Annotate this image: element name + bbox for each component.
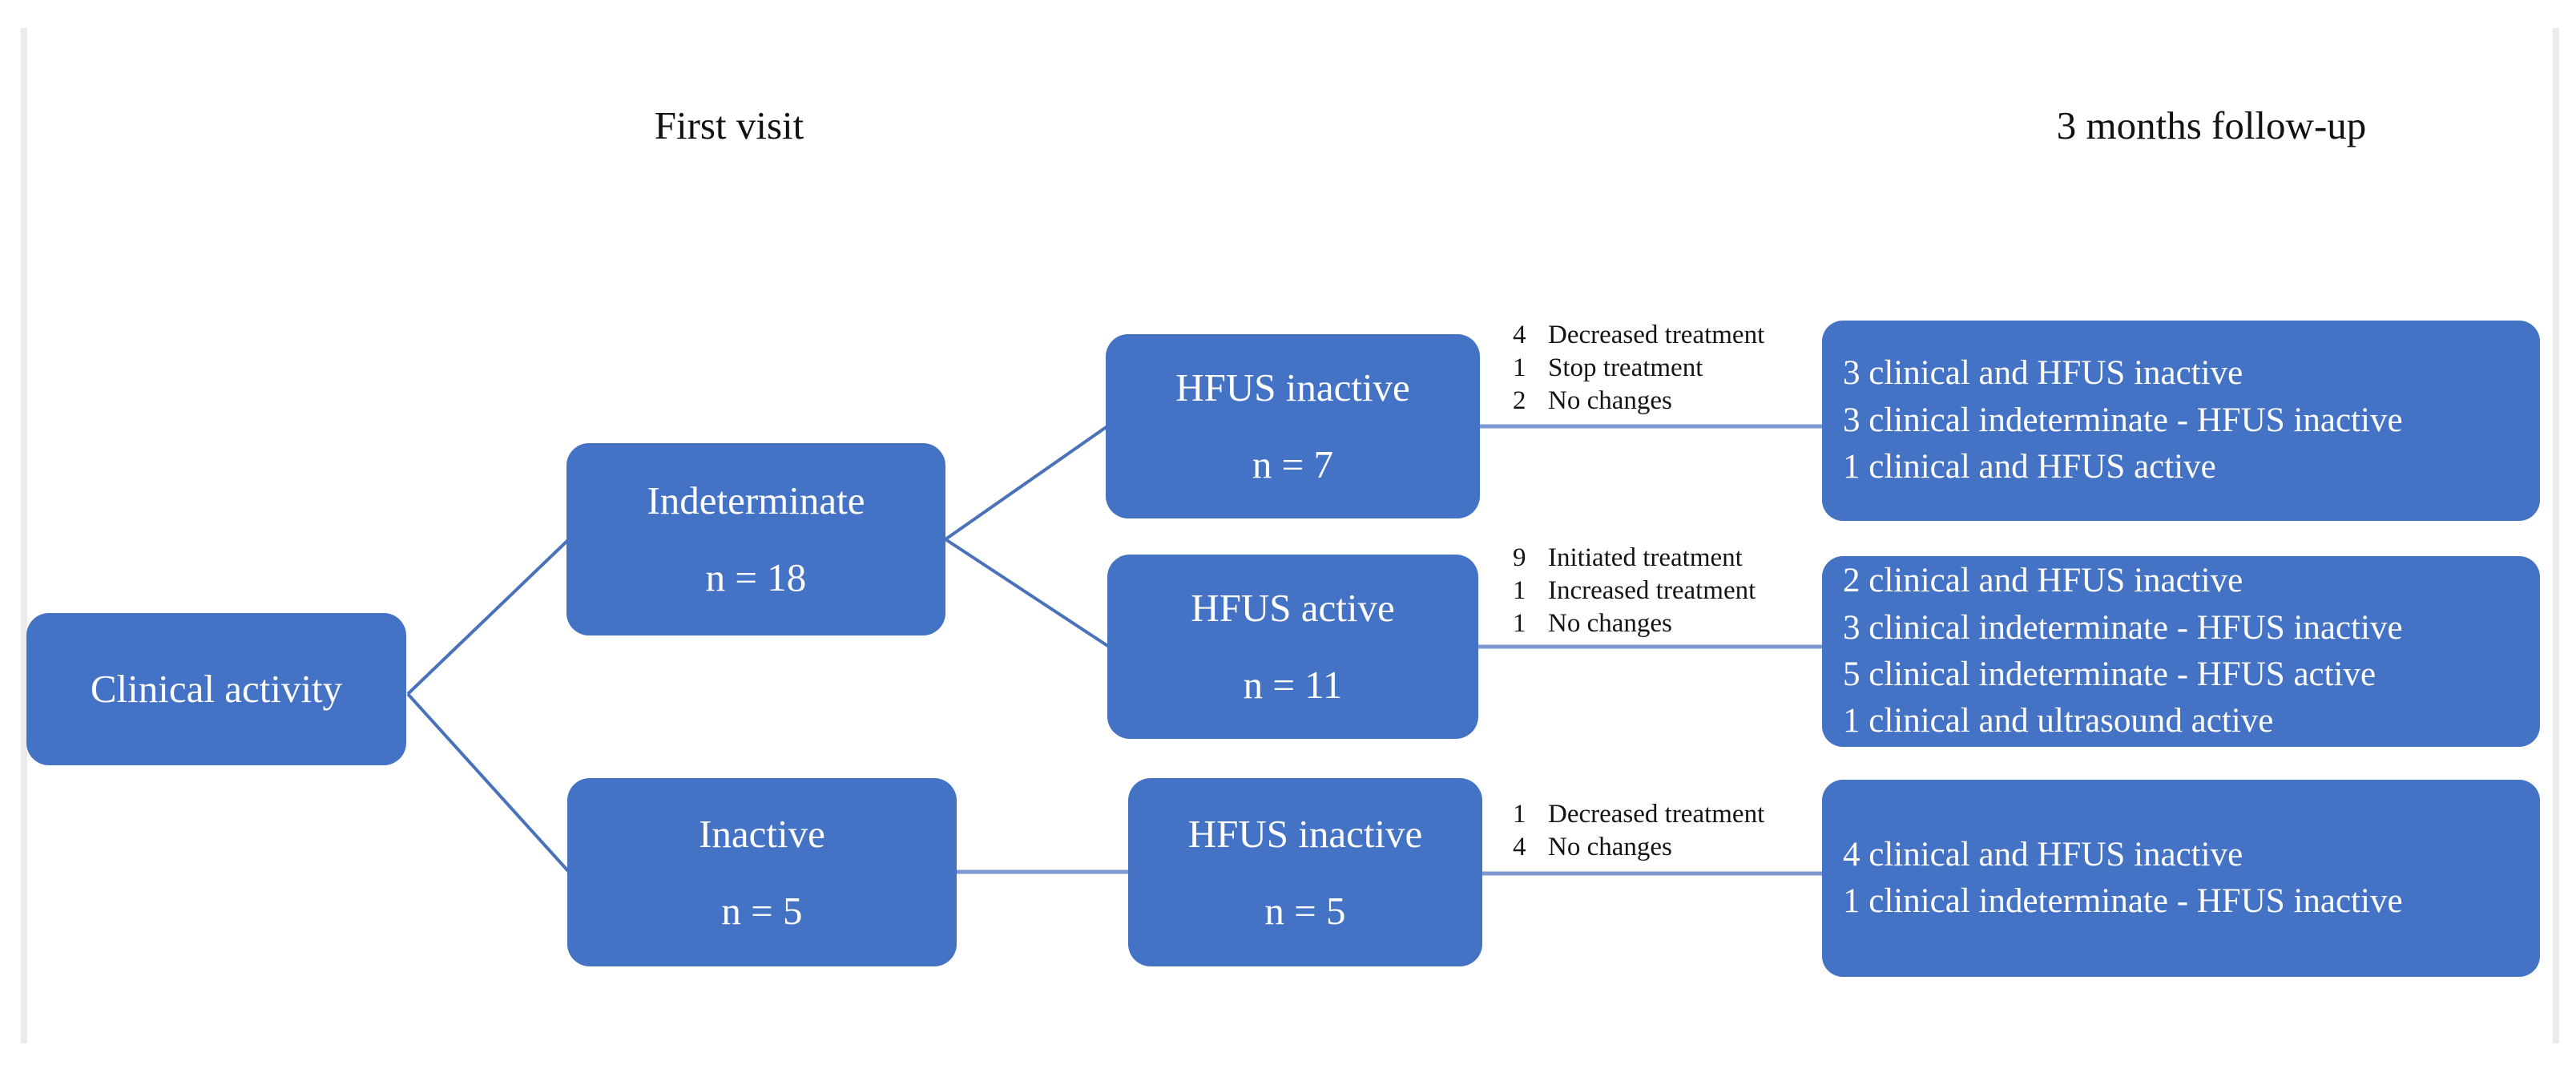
node-label: Inactive: [699, 811, 825, 856]
annotation-row: 1 No changes: [1513, 607, 1756, 640]
annotation-count: 4: [1513, 833, 1526, 861]
outcome-line: 3 clinical indeterminate - HFUS inactive: [1843, 608, 2403, 647]
annotation-label: Initiated treatment: [1548, 543, 1743, 572]
annotation-label: No changes: [1548, 833, 1672, 861]
node-inactive: Inactive n = 5: [567, 778, 957, 966]
annotation-count: 2: [1513, 386, 1526, 415]
connector-clinical-to-indeterminate-line: [406, 538, 570, 696]
outcome-line: 4 clinical and HFUS inactive: [1843, 835, 2243, 873]
outcome-line: 1 clinical indeterminate - HFUS inactive: [1843, 882, 2403, 920]
annotation-label: Increased treatment: [1548, 576, 1756, 605]
annotation-hfus-inactive-5: 1 Decreased treatment 4 No changes: [1513, 798, 1764, 864]
annotation-label: No changes: [1548, 386, 1672, 415]
annotation-hfus-inactive-7: 4 Decreased treatment 1 Stop treatment 2…: [1513, 319, 1764, 418]
node-count: n = 7: [1252, 442, 1334, 486]
outcome-line: 3 clinical and HFUS inactive: [1843, 354, 2243, 393]
annotation-row: 1 Stop treatment: [1513, 352, 1764, 385]
node-indeterminate: Indeterminate n = 18: [566, 443, 945, 635]
node-hfus-inactive-5: HFUS inactive n = 5: [1128, 778, 1482, 966]
annotation-label: No changes: [1548, 609, 1672, 638]
annotation-count: 1: [1513, 609, 1526, 638]
connector-clinical-to-inactive-line: [406, 692, 570, 873]
annotation-label: Stop treatment: [1548, 353, 1703, 382]
outcome-line: 1 clinical and ultrasound active: [1843, 702, 2274, 740]
node-label: Indeterminate: [647, 478, 865, 523]
annotation-label: Decreased treatment: [1548, 800, 1765, 829]
annotation-count: 4: [1513, 321, 1526, 349]
outcome-box-hfus-inactive-5: 4 clinical and HFUS inactive 1 clinical …: [1822, 780, 2540, 977]
connector-indeterminate-to-hfus-inactive-line: [944, 425, 1109, 541]
annotation-count: 1: [1513, 576, 1526, 605]
node-label: HFUS active: [1191, 586, 1395, 631]
frame-right-border: [2553, 28, 2559, 1043]
annotation-row: 1 Increased treatment: [1513, 575, 1756, 607]
annotation-count: 9: [1513, 543, 1526, 572]
node-count: n = 11: [1243, 663, 1343, 707]
node-label: HFUS inactive: [1175, 365, 1410, 410]
annotation-row: 4 No changes: [1513, 831, 1764, 864]
outcome-line: 2 clinical and HFUS inactive: [1843, 562, 2243, 600]
annotation-row: 4 Decreased treatment: [1513, 319, 1764, 352]
annotation-count: 1: [1513, 353, 1526, 382]
annotation-row: 2 No changes: [1513, 385, 1764, 418]
node-count: n = 18: [705, 555, 807, 599]
outcome-line: 3 clinical indeterminate - HFUS inactive: [1843, 401, 2403, 439]
frame-left-border: [21, 28, 27, 1043]
node-count: n = 5: [1264, 888, 1346, 933]
annotation-hfus-active-11: 9 Initiated treatment 1 Increased treatm…: [1513, 542, 1756, 640]
annotation-count: 1: [1513, 800, 1526, 829]
column-header-follow-up: 3 months follow-up: [2056, 103, 2367, 147]
node-hfus-inactive-7: HFUS inactive n = 7: [1106, 334, 1480, 518]
node-label: HFUS inactive: [1187, 811, 1423, 856]
outcome-line: 5 clinical indeterminate - HFUS active: [1843, 656, 2376, 693]
node-label: Clinical activity: [90, 667, 343, 712]
node-hfus-active-11: HFUS active n = 11: [1107, 555, 1478, 739]
node-count: n = 5: [721, 888, 803, 933]
outcome-line: 1 clinical and HFUS active: [1843, 448, 2216, 486]
connector-indeterminate-to-hfus-active-line: [944, 538, 1111, 648]
outcome-box-hfus-inactive-7: 3 clinical and HFUS inactive 3 clinical …: [1822, 321, 2540, 521]
annotation-label: Decreased treatment: [1548, 321, 1765, 349]
outcome-box-hfus-active-11: 2 clinical and HFUS inactive 3 clinical …: [1822, 556, 2540, 747]
annotation-row: 9 Initiated treatment: [1513, 542, 1756, 575]
node-clinical-activity: Clinical activity: [26, 613, 406, 765]
column-header-first-visit: First visit: [654, 103, 804, 147]
annotation-row: 1 Decreased treatment: [1513, 798, 1764, 831]
